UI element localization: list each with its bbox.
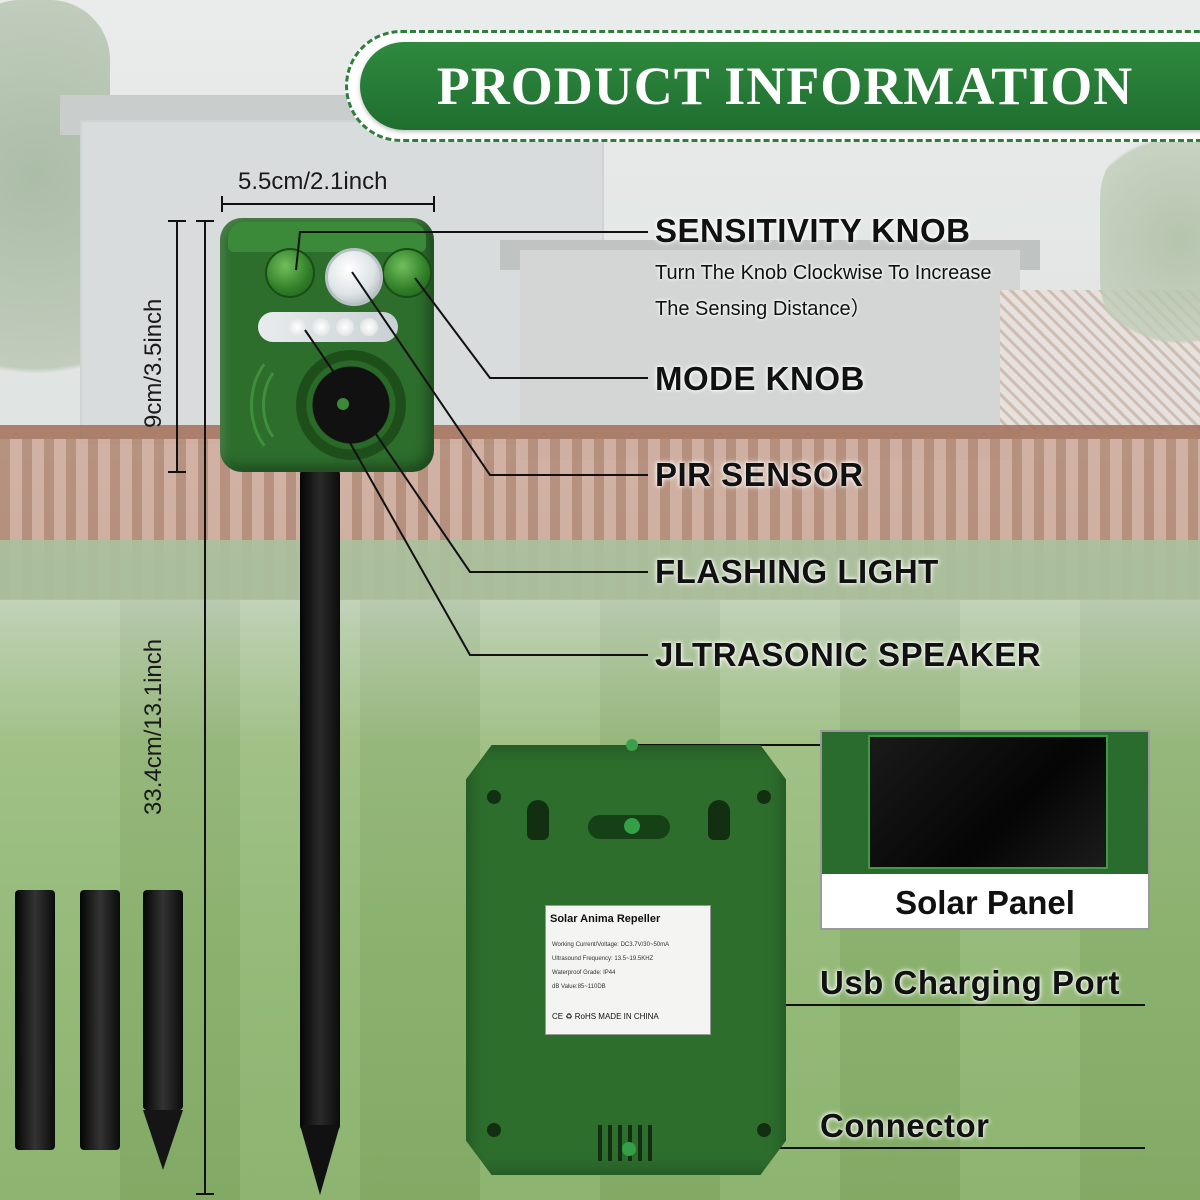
- spec-label-line: dB Value:85~110DB: [552, 984, 606, 990]
- solar-panel-cell: [868, 735, 1108, 869]
- callout-sensitivity-desc-1: Turn The Knob Clockwise To Increase: [655, 262, 992, 284]
- dimension-tick: [196, 1193, 214, 1195]
- dimension-tick: [168, 220, 186, 222]
- extension-tube: [15, 890, 55, 1150]
- ground-stake: [300, 470, 340, 1130]
- background-tree: [1100, 120, 1200, 360]
- leader-mode: [414, 277, 648, 379]
- screw-hole: [487, 1123, 501, 1137]
- callout-flashing-light: FLASHING LIGHT: [655, 553, 939, 590]
- vent-slot: [618, 1125, 622, 1161]
- screw-hole: [487, 790, 501, 804]
- width-dimension-label: 5.5cm/2.1inch: [238, 168, 388, 195]
- vent-slot: [638, 1125, 642, 1161]
- callout-pir-sensor: PIR SENSOR: [655, 456, 864, 493]
- speaker-center: [337, 398, 349, 410]
- leader-sensitivity: [295, 231, 648, 271]
- back-top-dot: [626, 739, 638, 751]
- mounting-slot-dot: [624, 818, 640, 834]
- callout-sensitivity-desc-2: The Sensing Distance）: [655, 298, 871, 320]
- mounting-keyhole: [708, 800, 730, 840]
- width-dimension-line: [222, 203, 434, 205]
- sensitivity-knob: [265, 248, 315, 298]
- background-hedge: [0, 540, 1200, 600]
- spec-label-line: Working Current/Voltage: DC3.7V/30~50mA: [552, 942, 670, 948]
- leader-pir: [351, 271, 648, 476]
- connector-dot: [622, 1142, 636, 1156]
- spec-label-line: Ultrasound Frequency: 13.5~19.5KHZ: [552, 956, 654, 962]
- spec-label-title: Solar Anima Repeller: [550, 913, 661, 925]
- spec-label-sticker: [545, 905, 711, 1035]
- extension-tube: [80, 890, 120, 1150]
- vent-slot: [598, 1125, 602, 1161]
- sound-wave-icon: [250, 350, 326, 460]
- callout-connector: Connector: [820, 1107, 990, 1144]
- led-light: [336, 318, 354, 336]
- leader-flashing: [304, 329, 648, 573]
- banner-pill: [360, 42, 1200, 130]
- spec-label-line: Waterproof Grade: IP44: [552, 970, 616, 976]
- vent-slot: [608, 1125, 612, 1161]
- callout-usb-port: Usb Charging Port: [820, 964, 1121, 1001]
- dimension-tick: [196, 220, 214, 222]
- spike-tip: [143, 1110, 183, 1170]
- device-top-edge: [228, 222, 426, 252]
- screw-hole: [757, 790, 771, 804]
- led-light: [360, 318, 378, 336]
- mounting-keyhole: [527, 800, 549, 840]
- vent-slot: [648, 1125, 652, 1161]
- ultrasonic-speaker: [296, 350, 406, 460]
- pir-sensor: [325, 248, 383, 306]
- spec-label-footer: CE ♻ RoHS MADE IN CHINA: [552, 1012, 659, 1021]
- callout-sensitivity-knob: SENSITIVITY KNOB: [655, 212, 971, 249]
- callout-mode-knob: MODE KNOB: [655, 360, 865, 397]
- leader-speaker: [339, 424, 648, 656]
- led-light: [312, 318, 330, 336]
- ground-stake-tip: [300, 1125, 340, 1195]
- screw-hole: [757, 1123, 771, 1137]
- callout-ultrasonic-speaker: JLTRASONIC SPEAKER: [655, 636, 1042, 673]
- spike-tube: [143, 890, 183, 1110]
- height-dimension-line: [176, 220, 178, 472]
- callout-solar-panel: Solar Panel: [895, 884, 1075, 921]
- length-dimension-line: [204, 220, 206, 1195]
- page-title: PRODUCT INFORMATION: [436, 56, 1134, 116]
- dimension-tick: [433, 196, 435, 212]
- dimension-tick: [168, 471, 186, 473]
- dimension-tick: [221, 196, 223, 212]
- led-light: [288, 318, 306, 336]
